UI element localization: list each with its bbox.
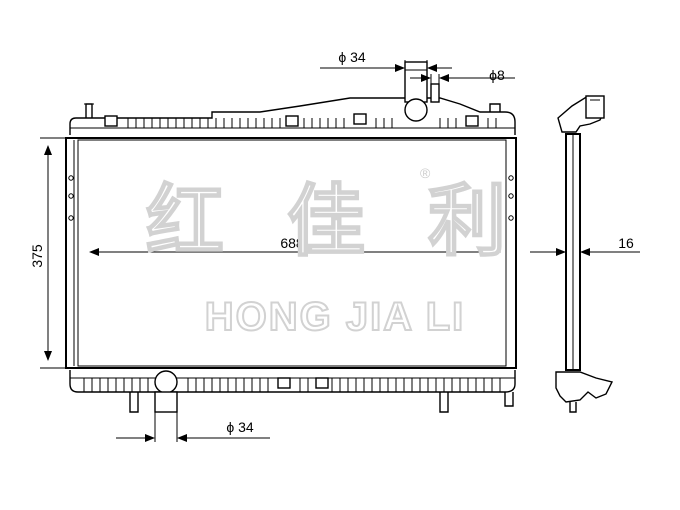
top-clip-2 [285,115,299,127]
bottom-left-mount-pin [129,392,139,413]
watermark-registered-mark: ® [420,165,431,181]
watermark-chinese: 红 佳 利 [146,177,524,267]
top-inlet-neck [404,61,428,103]
bottom-clip-2 [315,377,329,389]
bottom-right-mount-pin [504,392,514,407]
top-clip-1 [104,115,118,127]
top-right-mount-pin [489,103,501,112]
bottom-outlet-dimension: ϕ 34 [116,412,270,442]
top-left-mount-pin [85,103,93,118]
height-label: 375 [29,244,45,268]
company-watermark: 红 佳 利 HONG JIA LI ® [145,165,524,340]
sensor-port-dimension: ϕ8 [410,67,515,84]
top-inlet-label: ϕ 34 [338,49,366,65]
radiator-front-view: 375 688 ϕ 34 ϕ8 [29,49,517,442]
bottom-clip-1 [277,377,291,389]
top-clip-3 [353,113,367,125]
bottom-outlet-cap [154,370,178,394]
width-label: 688 [280,235,304,251]
watermark-latin: HONG JIA LI [205,295,466,339]
sensor-port [430,83,440,103]
bottom-tank-ribs [83,378,501,392]
thickness-label: 16 [618,235,634,251]
radiator-core [65,137,517,369]
height-dimension: 375 [29,137,66,369]
left-side-holes [68,175,74,221]
top-tank [69,97,516,135]
top-clip-4 [465,115,479,127]
bottom-tank [69,370,516,393]
top-inlet-dimension: ϕ 34 [320,49,452,86]
bottom-mid-mount-pin [439,392,449,413]
radiator-side-view: 16 [530,95,640,413]
sensor-port-label: ϕ8 [489,67,505,83]
right-side-holes [508,175,514,221]
top-tank-ribs [127,118,497,128]
top-inlet-cap [404,98,428,122]
width-dimension: 688 [89,235,501,256]
side-top-fitting [585,95,605,119]
bottom-outlet-label: ϕ 34 [226,419,254,435]
bottom-outlet-neck [154,391,178,413]
